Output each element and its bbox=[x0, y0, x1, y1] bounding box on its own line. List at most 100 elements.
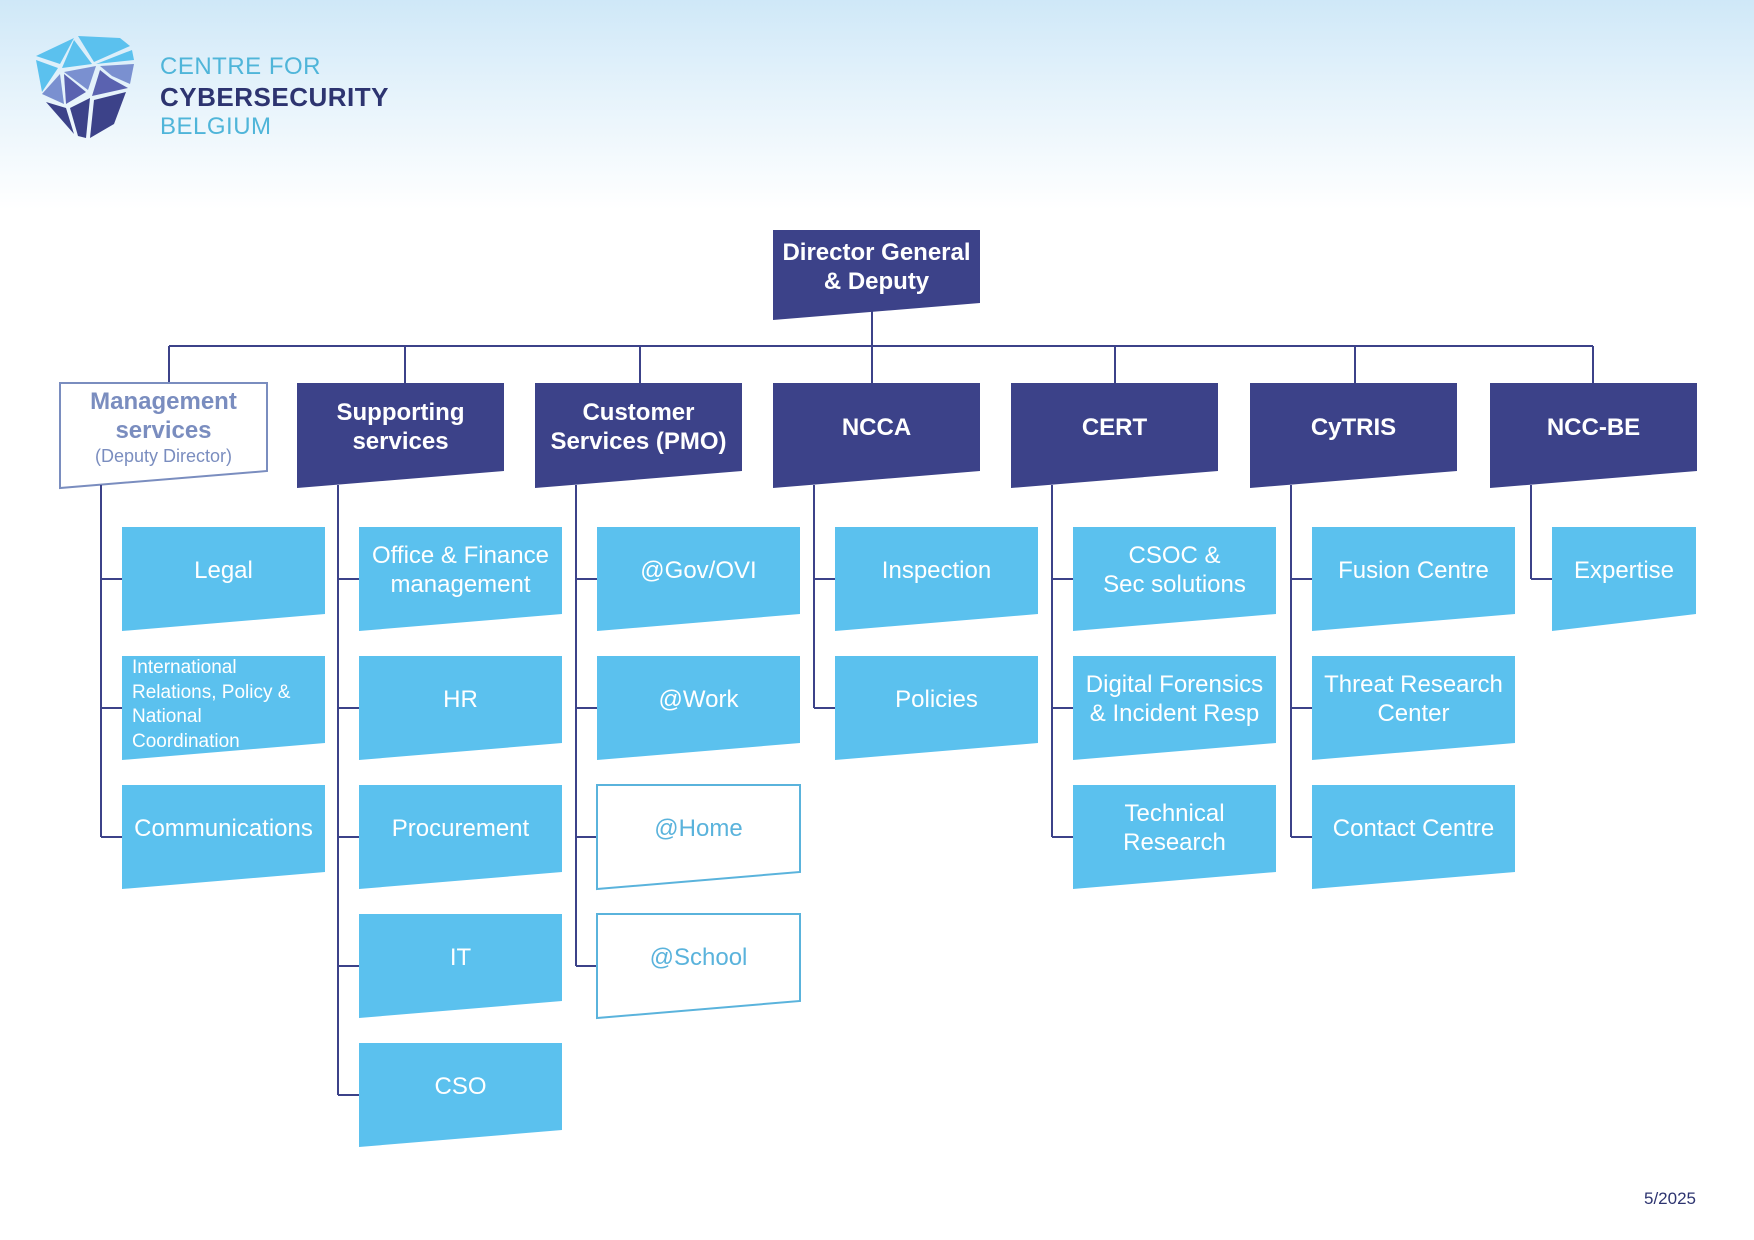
child-node: Expertise bbox=[1552, 527, 1696, 615]
child-node-text: Contact Centre bbox=[1333, 815, 1494, 844]
child-node-text: @Gov/OVI bbox=[640, 557, 756, 586]
child-node: @Work bbox=[597, 656, 800, 744]
child-node-text: Technical Research bbox=[1123, 800, 1226, 858]
logo-facet bbox=[42, 74, 64, 104]
child-box bbox=[835, 656, 1038, 760]
child-node: International Relations, Policy & Nation… bbox=[122, 656, 325, 760]
child-node: Legal bbox=[122, 527, 325, 615]
department-node: CERT bbox=[1011, 383, 1218, 473]
root-node-label: Director General & Deputy bbox=[782, 239, 971, 295]
department-node-text: Customer Services (PMO) bbox=[550, 399, 726, 457]
child-node-label: Legal bbox=[194, 556, 253, 584]
child-box bbox=[597, 527, 800, 631]
department-node: NCCA bbox=[773, 383, 980, 473]
department-node-label: NCCA bbox=[841, 413, 912, 441]
department-node-label: CyTRIS bbox=[1310, 413, 1397, 441]
department-box bbox=[1250, 383, 1457, 488]
child-node-label: Office & Finance management bbox=[372, 542, 549, 598]
child-node-text: Expertise bbox=[1574, 557, 1674, 586]
child-node-text: Policies bbox=[895, 686, 978, 715]
child-node: Digital Forensics & Incident Resp bbox=[1073, 656, 1276, 744]
child-node-label: CSOC & Sec solutions bbox=[1103, 542, 1246, 598]
logo-facet bbox=[90, 92, 126, 138]
logo-facet bbox=[62, 40, 92, 68]
logo-facet bbox=[46, 102, 74, 134]
child-node: Office & Finance management bbox=[359, 527, 562, 615]
logo-line-1: CENTRE FOR bbox=[160, 53, 321, 80]
child-box bbox=[359, 527, 562, 631]
child-node: CSO bbox=[359, 1043, 562, 1131]
department-node-label: Customer Services (PMO) bbox=[550, 399, 727, 455]
child-node-text: Communications bbox=[134, 815, 313, 844]
header-background bbox=[0, 0, 1754, 210]
department-node-text: NCCA bbox=[842, 414, 911, 443]
child-node-label: CSO bbox=[434, 1072, 487, 1100]
logo-facet bbox=[36, 60, 58, 92]
child-node: CSOC & Sec solutions bbox=[1073, 527, 1276, 615]
child-box bbox=[1312, 527, 1515, 631]
child-box bbox=[1073, 656, 1276, 760]
child-node-label: Contact Centre bbox=[1332, 814, 1495, 842]
department-box bbox=[297, 383, 504, 488]
child-box bbox=[359, 785, 562, 889]
department-box bbox=[59, 382, 268, 490]
logo-facet bbox=[36, 38, 74, 64]
child-node-label: Communications bbox=[134, 814, 313, 842]
logo-facet bbox=[64, 66, 96, 90]
department-box bbox=[535, 383, 742, 488]
child-node: Threat Research Center bbox=[1312, 656, 1515, 744]
department-node: CyTRIS bbox=[1250, 383, 1457, 473]
department-node: Management services(Deputy Director) bbox=[60, 383, 267, 473]
child-box bbox=[1552, 527, 1696, 631]
child-node: Policies bbox=[835, 656, 1038, 744]
child-node-text: Inspection bbox=[882, 557, 991, 586]
child-node-label: HR bbox=[443, 685, 478, 713]
child-box bbox=[835, 527, 1038, 631]
child-node-text: Digital Forensics & Incident Resp bbox=[1086, 671, 1263, 729]
root-node: Director General & Deputy bbox=[773, 230, 980, 306]
child-box bbox=[122, 656, 325, 760]
department-box bbox=[1011, 383, 1218, 488]
child-node: IT bbox=[359, 914, 562, 1002]
logo-facet bbox=[70, 98, 90, 138]
logo-facet bbox=[100, 64, 134, 84]
department-node-text: Management services(Deputy Director) bbox=[90, 388, 237, 467]
child-node: Communications bbox=[122, 785, 325, 873]
child-node-label: Policies bbox=[895, 685, 978, 713]
child-node-label: @School bbox=[649, 943, 748, 971]
child-box bbox=[596, 784, 801, 891]
child-node: Fusion Centre bbox=[1312, 527, 1515, 615]
child-node-text: Procurement bbox=[392, 815, 529, 844]
child-node: Inspection bbox=[835, 527, 1038, 615]
child-node: @Gov/OVI bbox=[597, 527, 800, 615]
child-node-label: Technical Research bbox=[1123, 800, 1226, 856]
child-box bbox=[359, 1043, 562, 1147]
child-node-text: @Work bbox=[659, 686, 739, 715]
department-box bbox=[773, 383, 980, 488]
child-node-text: @Home bbox=[654, 815, 742, 844]
child-node-label: IT bbox=[449, 943, 472, 971]
root-box bbox=[773, 230, 980, 320]
child-node-label: Inspection bbox=[881, 556, 992, 584]
child-node: @School bbox=[597, 914, 800, 1002]
department-node: Supporting services bbox=[297, 383, 504, 473]
logo-facet bbox=[78, 36, 130, 62]
child-node: Procurement bbox=[359, 785, 562, 873]
child-node-label: Expertise bbox=[1573, 556, 1675, 584]
department-node-sublabel: (Deputy Director) bbox=[94, 446, 232, 466]
child-node-label: International Relations, Policy & Nation… bbox=[132, 657, 291, 753]
logo-facet bbox=[64, 74, 86, 104]
child-box bbox=[1073, 785, 1276, 889]
child-node-text: @School bbox=[650, 944, 748, 973]
logo-facet bbox=[92, 70, 128, 96]
logo-line-2: CYBERSECURITY bbox=[160, 82, 389, 112]
child-node-text: International Relations, Policy & Nation… bbox=[132, 656, 290, 755]
child-node-text: Threat Research Center bbox=[1324, 671, 1503, 729]
child-node-text: Legal bbox=[194, 557, 253, 586]
department-node: Customer Services (PMO) bbox=[535, 383, 742, 473]
child-box bbox=[1073, 527, 1276, 631]
department-node-label: CERT bbox=[1081, 413, 1148, 441]
child-node-label: @Home bbox=[654, 814, 743, 842]
child-node-label: Threat Research Center bbox=[1324, 671, 1503, 727]
